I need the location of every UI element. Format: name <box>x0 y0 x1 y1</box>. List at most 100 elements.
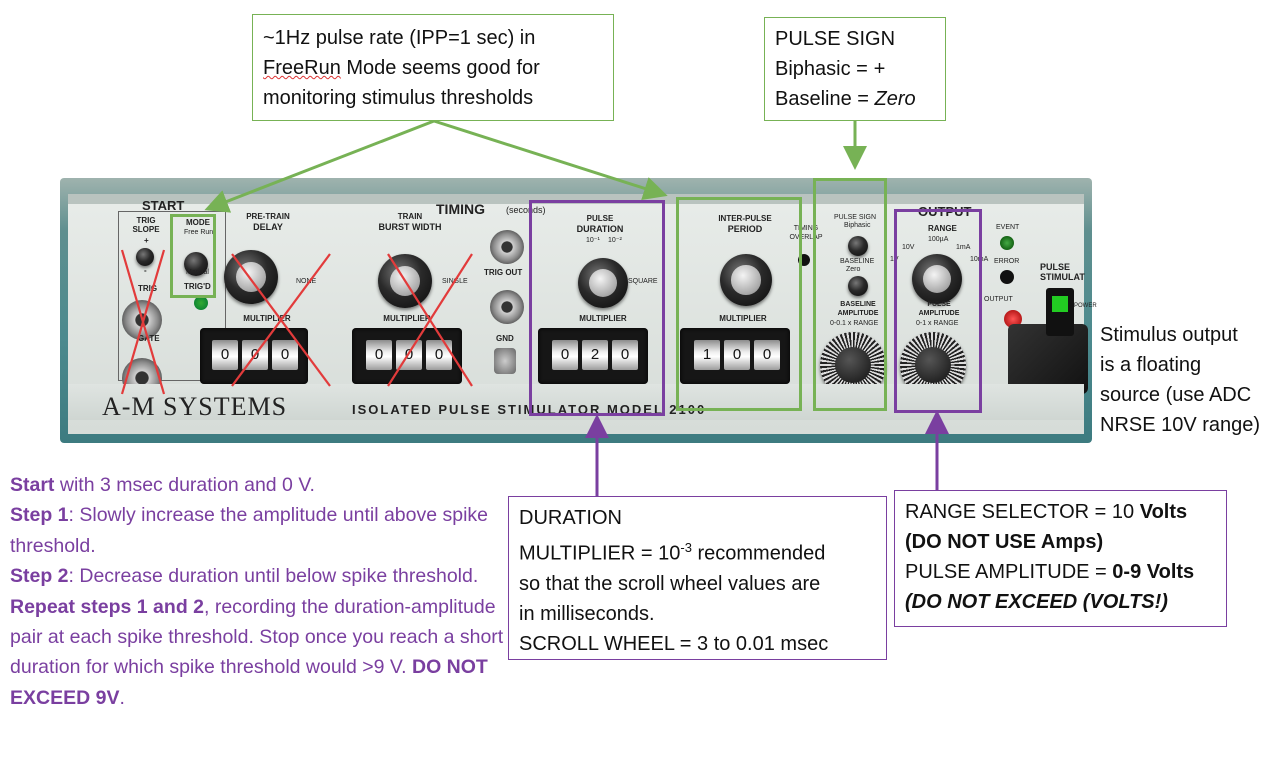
crossout-marks <box>120 249 473 395</box>
train-title1: TRAIN <box>397 212 423 221</box>
brand-logo: A-M SYSTEMS <box>102 392 288 421</box>
range-callout-line3: PULSE AMPLITUDE = 0-9 Volts <box>905 557 1216 587</box>
section-timing-unit: (seconds) <box>506 205 546 215</box>
duration-tick-10-2: 10⁻² <box>608 237 622 244</box>
duration-callout: DURATION MULTIPLIER = 10-3 recommended s… <box>508 496 887 660</box>
duration-title1: PULSE <box>586 214 614 223</box>
trig-out-label: TRIG OUT <box>484 268 523 277</box>
pulse-rate-line1: ~1Hz pulse rate (IPP=1 sec) in <box>263 27 536 49</box>
duration-digit-2[interactable]: 2 <box>582 340 608 370</box>
range-1ma: 1mA <box>956 244 971 251</box>
output-note-line2: is a floating <box>1100 354 1202 376</box>
gnd-terminal[interactable] <box>494 348 516 374</box>
period-digit-2[interactable]: 0 <box>724 340 750 370</box>
mode-label: MODE <box>186 218 210 227</box>
period-highlight-box <box>676 197 802 411</box>
pulse-sign-biphasic-text: Biphasic = <box>775 58 874 80</box>
instr-repeat-text: , recording the duration-amplitude pair … <box>10 595 504 679</box>
trig-slope-switch[interactable] <box>136 248 154 266</box>
trig-out-bnc-connector[interactable] <box>490 230 524 264</box>
pulse-sign-highlight-box <box>813 178 887 411</box>
pulse-amp-text: PULSE AMPLITUDE = <box>905 561 1113 583</box>
range-callout-line1: RANGE SELECTOR = 10 Volts <box>905 497 1216 527</box>
range-selector-text: RANGE SELECTOR = 10 <box>905 501 1140 523</box>
output-note-line3: source (use ADC <box>1100 384 1252 406</box>
start-panel-outline <box>118 211 226 381</box>
duration-multiplier-text: MULTIPLIER = 10 <box>519 542 681 565</box>
period-title2: PERIOD <box>727 224 763 234</box>
pulse-sign-baseline-text: Baseline = <box>775 88 875 110</box>
mode-toggle-switch[interactable] <box>184 252 208 276</box>
instr-repeat: Repeat steps 1 and 2, recording the dura… <box>10 592 510 714</box>
instr-step2-bold: Step 2 <box>10 565 69 588</box>
pulse-sign-title: PULSE SIGN <box>834 214 877 221</box>
instr-repeat-bold: Repeat steps 1 and 2 <box>10 595 204 618</box>
range-callout-line4: (DO NOT EXCEED (VOLTS!) <box>905 591 1168 613</box>
crossout-train <box>387 253 473 387</box>
pulse-rate-callout: ~1Hz pulse rate (IPP=1 sec) in FreeRun M… <box>252 14 614 121</box>
pulse-sign-baseline-value: Zero <box>874 88 916 110</box>
train-counter: 0 0 0 <box>352 328 462 384</box>
instr-step1-bold: Step 1 <box>10 504 69 527</box>
train-digit-3[interactable]: 0 <box>426 340 452 370</box>
mode-highlight-box <box>170 214 216 298</box>
duration-callout-line2: MULTIPLIER = 10-3 recommended <box>519 533 876 569</box>
pretrain-digit-3[interactable]: 0 <box>272 340 298 370</box>
trig-label: TRIG <box>138 284 158 293</box>
duration-multiplier-knob[interactable] <box>578 258 628 308</box>
pulse-sign-switch[interactable] <box>848 236 868 256</box>
baseline-zero: Zero <box>846 266 861 273</box>
duration-callout-line4: in milliseconds. <box>519 602 655 625</box>
instr-step2-text: : Decrease duration until below spike th… <box>68 565 479 588</box>
baseline-label: BASELINE <box>840 258 875 265</box>
pulse-rate-freerun: FreeRun <box>263 57 341 79</box>
duration-digit-1[interactable]: 0 <box>552 340 578 370</box>
baseline-switch[interactable] <box>848 276 868 296</box>
pulse-rate-line2: FreeRun Mode seems good for <box>263 53 603 83</box>
pulse-stimulator-label: PULSE STIMULAT <box>1040 262 1085 282</box>
output-terminal-red[interactable] <box>1004 310 1022 328</box>
period-digit-3[interactable]: 0 <box>754 340 780 370</box>
pulse-range-note: 0-1 x RANGE <box>916 320 959 327</box>
duration-tick-10-1: 10⁻¹ <box>586 237 600 244</box>
range-selector-volts: Volts <box>1139 501 1188 523</box>
instr-step1-text: : Slowly increase the amplitude until ab… <box>10 504 489 557</box>
duration-counter: 0 2 0 <box>538 328 648 384</box>
range-title: RANGE <box>928 224 957 233</box>
output-note-line1: Stimulus output <box>1100 324 1238 346</box>
duration-callout-line1: DURATION <box>519 507 622 529</box>
range-100ua: 100µA <box>928 236 949 243</box>
event-led <box>1000 236 1014 250</box>
pulse-sign-line1: PULSE SIGN <box>775 28 896 50</box>
range-callout-line2: (DO NOT USE Amps) <box>905 531 1104 553</box>
section-start: START <box>142 198 185 213</box>
baseline-range-note: 0-0.1 x RANGE <box>830 320 879 327</box>
train-digit-1[interactable]: 0 <box>366 340 392 370</box>
range-selector-knob[interactable] <box>912 254 962 304</box>
mode-free-run: Free Run <box>184 229 214 236</box>
pulse-amplitude-label: PULSE AMPLITUDE <box>918 301 960 317</box>
duration-digit-3[interactable]: 0 <box>612 340 638 370</box>
period-digit-1[interactable]: 1 <box>694 340 720 370</box>
output-note: Stimulus output is a floating source (us… <box>1100 320 1284 442</box>
trig-slope-minus: - <box>144 266 147 275</box>
range-10v: 10V <box>902 244 915 251</box>
gnd-label: GND <box>496 334 514 343</box>
range-highlight-box <box>894 209 982 413</box>
duration-callout-line5: SCROLL WHEEL = 3 to 0.01 msec <box>519 632 829 655</box>
pulse-sign-callout: PULSE SIGN Biphasic = + Baseline = Zero <box>764 17 946 121</box>
trig-out2-bnc-connector[interactable] <box>490 290 524 324</box>
pulse-rate-line2-rest: Mode seems good for <box>340 57 540 79</box>
train-title2: BURST WIDTH <box>378 222 442 232</box>
trig-slope-plus: + <box>144 236 149 245</box>
crossout-start <box>120 249 166 395</box>
pulse-sign-biphasic: Biphasic <box>844 222 871 229</box>
pulse-sign-line3: Baseline = Zero <box>775 84 935 114</box>
pretrain-title1: PRE-TRAIN <box>246 212 290 221</box>
power-switch[interactable] <box>1046 288 1074 336</box>
period-multiplier-knob[interactable] <box>720 254 772 306</box>
output-terminal-label: OUTPUT <box>984 296 1013 303</box>
instr-step2: Step 2: Decrease duration until below sp… <box>10 561 510 591</box>
pretrain-digit-1[interactable]: 0 <box>212 340 238 370</box>
duration-multiplier: MULTIPLIER <box>579 314 627 323</box>
